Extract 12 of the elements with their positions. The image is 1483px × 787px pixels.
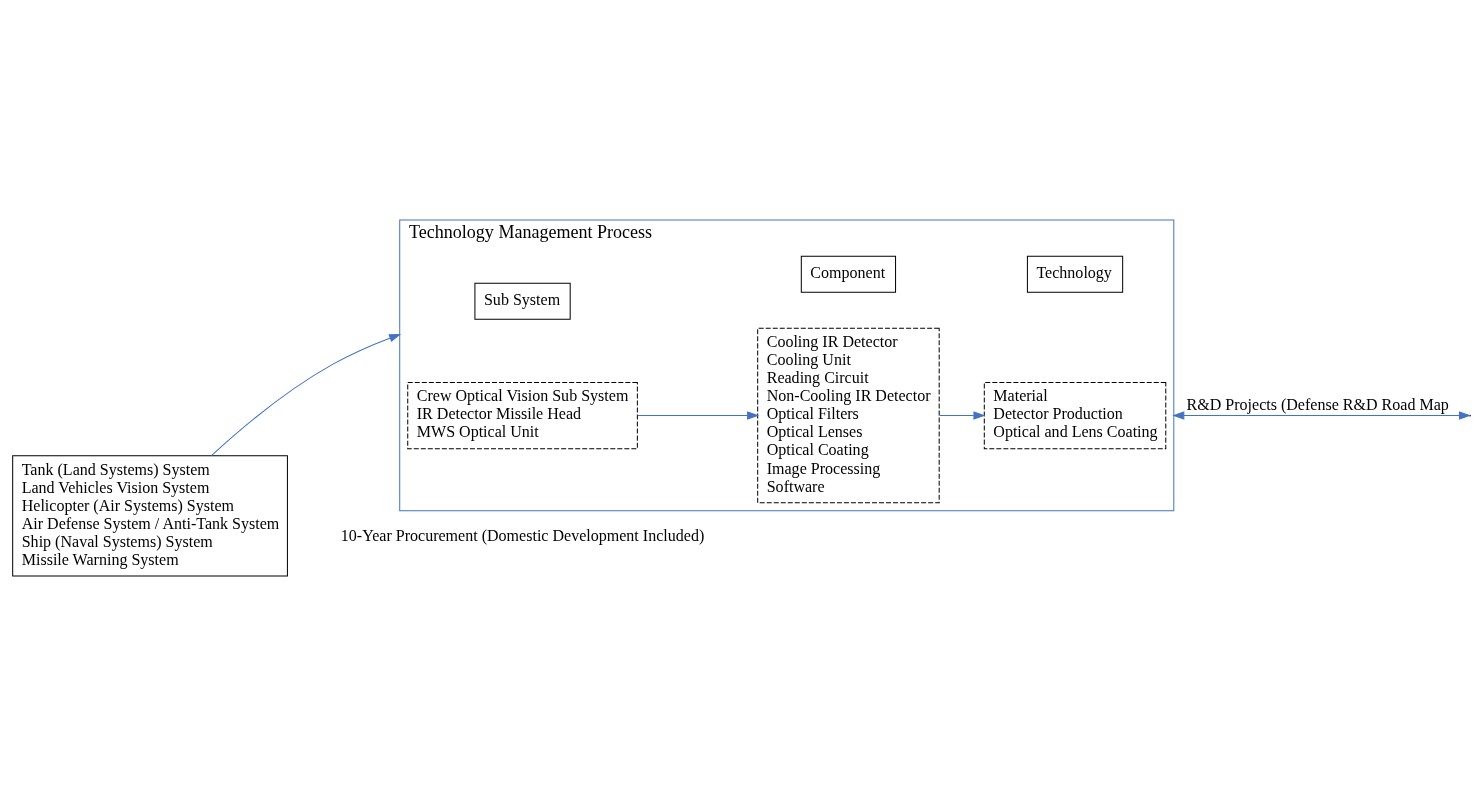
node-box: Cooling IR Detector Cooling Unit Reading Circuit Non-Cooling IR Detector Optical Filters Optical Lenses Optical Coating Image Processing Software	[757, 327, 940, 503]
node-label: 10-Year Procurement (Domestic Development Included)	[340, 526, 705, 544]
arrow	[210, 333, 401, 456]
edge-label: R&D Projects (Defense R&D Road Map	[1186, 395, 1449, 413]
arrow	[637, 411, 759, 420]
node-box: Component	[800, 255, 897, 293]
node-box: Tank (Land Systems) System Land Vehicles Vision System Helicopter (Air Systems) System Air Defense System / Anti-Tank System Ship (Naval Systems) System Missile Warning System	[12, 454, 288, 576]
node-box: Sub System	[474, 282, 571, 320]
arrow	[939, 411, 985, 420]
node-box: Technology	[1026, 255, 1124, 293]
node-box: Material Detector Production Optical and Lens Coating	[983, 381, 1167, 449]
node-box: Crew Optical Vision Sub System IR Detector Missile Head MWS Optical Unit	[407, 381, 638, 449]
